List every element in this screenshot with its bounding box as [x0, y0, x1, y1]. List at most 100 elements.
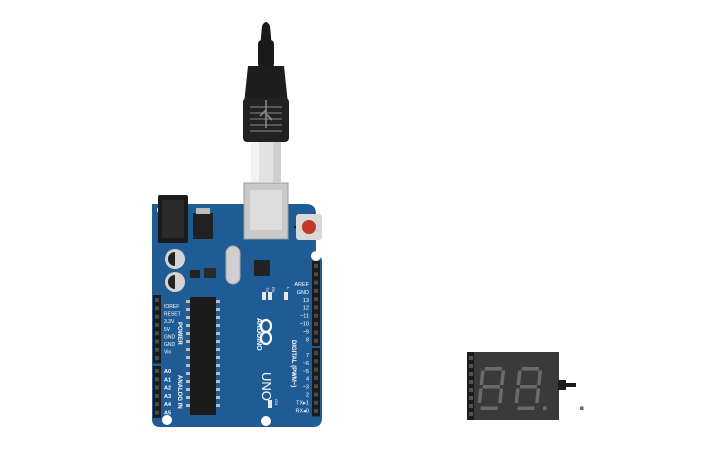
analog-header-pin[interactable] — [155, 410, 159, 415]
digital-header-pin[interactable] — [314, 313, 318, 318]
digital-header-pin[interactable] — [314, 305, 318, 310]
digital-header-pin[interactable] — [314, 384, 318, 389]
capacitor — [165, 272, 185, 292]
atmega-chip — [186, 297, 220, 415]
digital-header-pin[interactable] — [314, 375, 318, 380]
digital-header-pin[interactable] — [314, 367, 318, 372]
digital-pin-label: ~9 — [303, 329, 309, 335]
power-header-pin[interactable] — [155, 347, 159, 352]
analog-pin-label: A4 — [164, 402, 172, 408]
power-header-pin[interactable] — [155, 356, 159, 361]
power-pin-label: IOREF — [164, 304, 179, 310]
decimal-point — [543, 406, 547, 410]
mounting-hole — [311, 251, 321, 261]
analog-header-pin[interactable] — [155, 369, 159, 373]
segment — [535, 388, 541, 403]
digital-pin-label: RX◂0 — [296, 408, 309, 414]
power-header-pin[interactable] — [155, 322, 159, 327]
digital-pin-label: 8 — [306, 337, 309, 343]
display-pin[interactable] — [469, 412, 473, 416]
power-pin-label: 3.3V — [164, 319, 175, 325]
digital-pin-label: ~3 — [303, 385, 309, 391]
display-pin[interactable] — [469, 388, 473, 392]
display-pin[interactable] — [469, 404, 473, 408]
power-header-pin[interactable] — [155, 331, 159, 336]
segment — [480, 406, 498, 410]
digital-pin-label: 7 — [306, 353, 309, 359]
led-l — [284, 292, 288, 300]
segment — [484, 367, 502, 371]
usb-symbol-icon — [259, 100, 273, 128]
segment — [514, 388, 520, 403]
led-rx — [268, 292, 272, 300]
analog-pin-label: A1 — [164, 377, 171, 383]
segment — [516, 370, 522, 385]
power-header-pin[interactable] — [155, 298, 159, 302]
digital-header-pin[interactable] — [314, 338, 318, 343]
arduino-logo: ARDUINO — [255, 318, 273, 351]
digital-header-pin[interactable] — [314, 392, 318, 397]
power-pin-label: RESET — [164, 312, 181, 318]
power-header[interactable] — [153, 295, 161, 364]
digital-header-bottom[interactable] — [312, 348, 320, 417]
segment — [500, 370, 506, 385]
digital-pin-label: 2 — [306, 393, 309, 399]
analog-header[interactable] — [153, 366, 161, 418]
model-label: UNO — [259, 372, 274, 401]
digital-header-pin[interactable] — [314, 288, 318, 293]
analog-header-pin[interactable] — [155, 385, 159, 390]
segment — [477, 388, 483, 403]
segment — [498, 388, 504, 403]
digit-1 — [477, 367, 547, 410]
power-pin-label: Vin — [164, 350, 171, 356]
display-pin[interactable] — [469, 356, 473, 360]
usb-chip — [254, 260, 270, 276]
digital-header-pin[interactable] — [314, 351, 318, 355]
display-pin[interactable] — [469, 380, 473, 384]
usb-cable[interactable] — [243, 22, 289, 182]
power-header-pin[interactable] — [155, 306, 159, 311]
analog-header-pin[interactable] — [155, 393, 159, 398]
analog-header-pin[interactable] — [155, 402, 159, 407]
digital-pin-label: 13 — [303, 298, 309, 304]
digital-pin-label: GND — [297, 290, 309, 296]
digital-header-pin[interactable] — [314, 330, 318, 335]
display-pin[interactable] — [469, 372, 473, 376]
analog-pin-label: A0 — [164, 369, 171, 375]
segment — [537, 370, 543, 385]
digital-header-pin[interactable] — [314, 409, 318, 414]
display-pin[interactable] — [469, 364, 473, 368]
analog-pin-label: A2 — [164, 386, 171, 392]
led-tx-label: TX — [265, 287, 270, 292]
digital-pin-label: 12 — [303, 306, 309, 312]
led-rx-label: RX — [271, 287, 276, 293]
segment — [482, 385, 501, 389]
digital-header-pin[interactable] — [314, 359, 318, 364]
digital-header-pin[interactable] — [314, 297, 318, 302]
capacitor — [165, 249, 185, 269]
analog-header-pin[interactable] — [155, 377, 159, 382]
digital-header-pin[interactable] — [314, 322, 318, 327]
digital-pin-label: ~5 — [303, 369, 309, 375]
decimal-point — [580, 406, 584, 410]
digital-pin-label: AREF — [294, 282, 309, 288]
brand-label: ARDUINO — [255, 318, 262, 351]
mounting-hole — [261, 416, 271, 426]
power-header-pin[interactable] — [155, 339, 159, 344]
power-header-pin[interactable] — [155, 314, 159, 319]
mounting-hole — [162, 415, 172, 425]
segment — [519, 385, 538, 389]
power-label: POWER — [176, 322, 182, 345]
digital-pin-label: ~6 — [303, 361, 309, 367]
seven-segment-display[interactable] — [467, 352, 584, 420]
digital-header-pin[interactable] — [314, 400, 318, 405]
display-pin[interactable] — [469, 396, 473, 400]
digital-header-pin[interactable] — [314, 272, 318, 277]
digital-pin-label: ~11 — [300, 314, 309, 320]
analog-pin-label: A3 — [164, 394, 171, 400]
digital-header-top[interactable] — [312, 261, 320, 346]
digital-header-pin[interactable] — [314, 280, 318, 285]
digital-header-pin[interactable] — [314, 264, 318, 268]
